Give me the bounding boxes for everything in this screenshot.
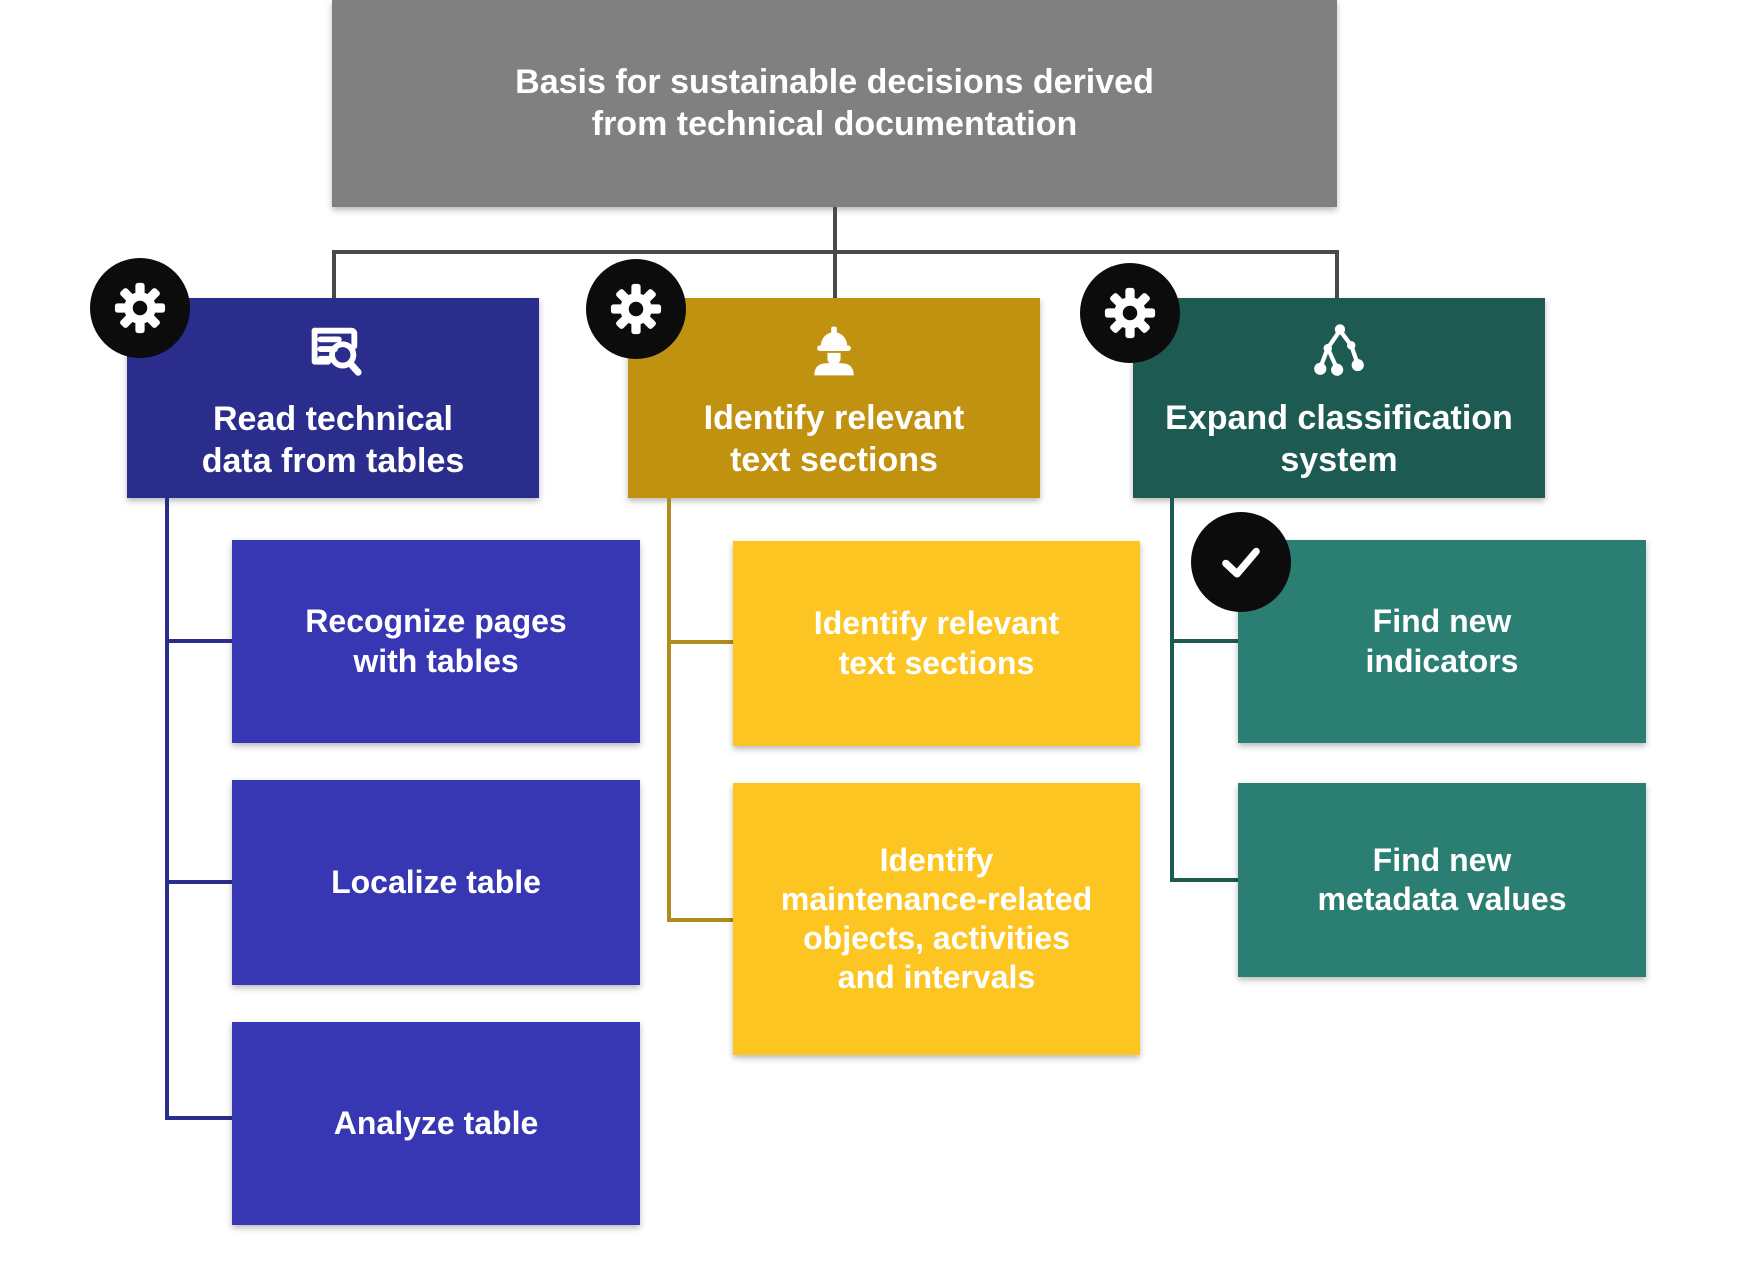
document-search-icon <box>302 320 364 391</box>
node-localize-table: Localize table <box>232 780 640 985</box>
connector-expand-stub-1 <box>1170 639 1238 643</box>
connector-read-vertical <box>165 498 169 1120</box>
node-analyze-table: Analyze table <box>232 1022 640 1225</box>
node-find-metadata: Find new metadata values <box>1238 783 1646 977</box>
node-identify-text-sections: Identify relevant text sections <box>733 541 1140 746</box>
connector-root-left-drop <box>332 250 336 300</box>
branch-read-label: Read technical data from tables <box>201 400 465 480</box>
connector-identify-stub-1 <box>667 640 733 644</box>
node-identify-maintenance-label: Identify maintenance-related objects, ac… <box>780 841 1093 996</box>
node-recognize-pages-label: Recognize pages with tables <box>305 603 567 679</box>
root-node: Basis for sustainable decisions derived … <box>332 0 1337 207</box>
node-find-indicators: Find new indicators <box>1238 540 1646 743</box>
connector-read-stub-1 <box>165 639 232 643</box>
connector-identify-vertical <box>667 498 671 922</box>
branch-expand-header: Expand classification system <box>1133 298 1545 498</box>
node-find-metadata-label: Find new metadata values <box>1317 841 1567 917</box>
root-node-label: Basis for sustainable decisions derived … <box>515 63 1154 143</box>
branch-identify-header: Identify relevant text sections <box>628 298 1040 498</box>
connector-expand-vertical <box>1170 498 1174 882</box>
node-identify-text-sections-label: Identify relevant text sections <box>813 605 1060 681</box>
branch-expand-label: Expand classification system <box>1165 399 1513 479</box>
connector-read-stub-3 <box>165 1116 232 1120</box>
connector-read-stub-2 <box>165 880 232 884</box>
node-identify-maintenance: Identify maintenance-related objects, ac… <box>733 783 1140 1055</box>
gear-icon <box>586 259 686 359</box>
connector-root-right-drop <box>1335 250 1339 298</box>
construction-worker-icon <box>804 321 864 390</box>
connector-root-horizontal <box>332 250 1339 254</box>
node-find-indicators-label: Find new indicators <box>1365 603 1519 679</box>
check-icon <box>1191 512 1291 612</box>
node-localize-table-label: Localize table <box>331 863 541 900</box>
gear-icon <box>90 258 190 358</box>
connector-expand-stub-2 <box>1170 878 1238 882</box>
gear-icon <box>1080 263 1180 363</box>
hierarchy-icon <box>1309 321 1369 390</box>
branch-read-header: Read technical data from tables <box>127 298 539 498</box>
node-recognize-pages: Recognize pages with tables <box>232 540 640 743</box>
branch-identify-label: Identify relevant text sections <box>703 399 965 479</box>
node-analyze-table-label: Analyze table <box>333 1104 539 1141</box>
connector-identify-stub-2 <box>667 918 733 922</box>
